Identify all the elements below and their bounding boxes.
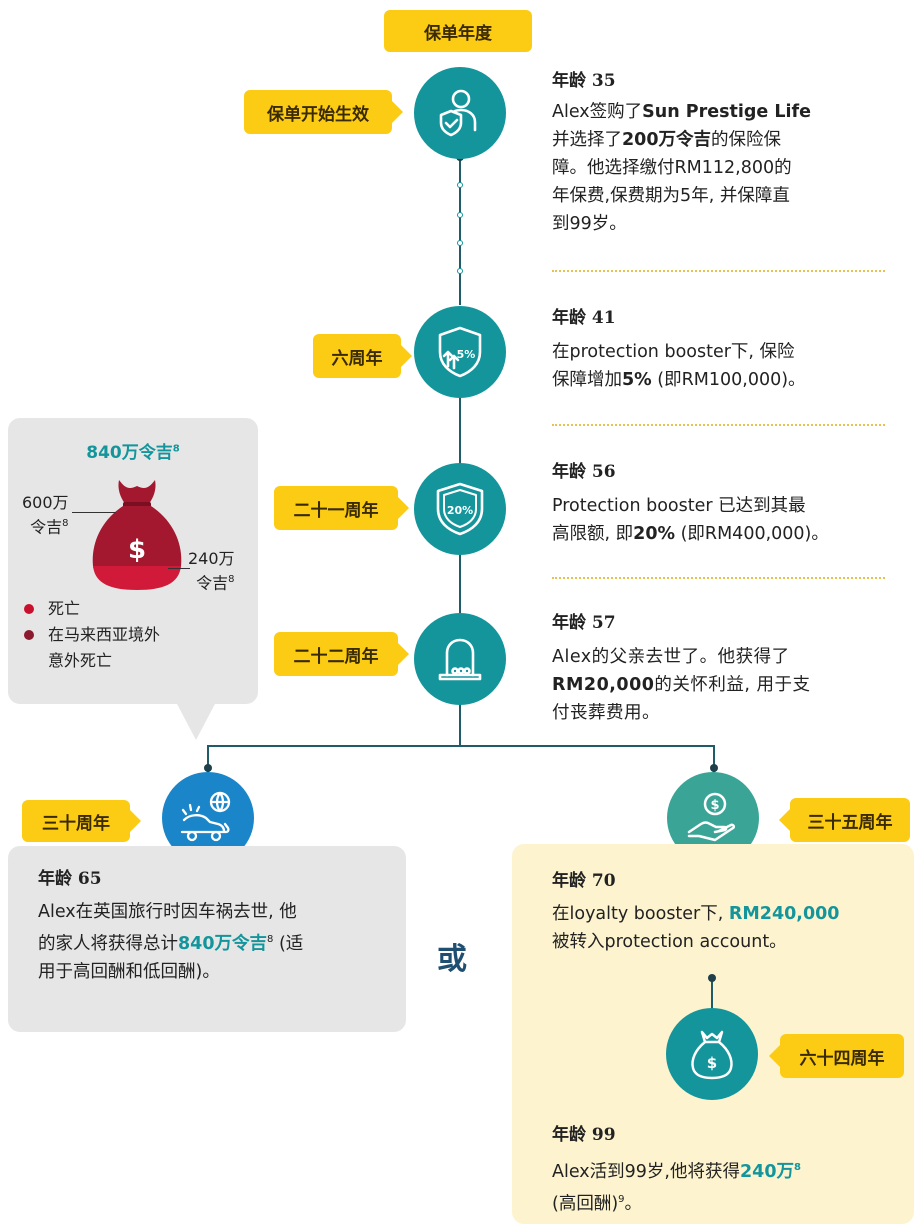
percent-5-label: 5% <box>457 348 476 361</box>
age-56: 年龄 56 <box>552 462 616 482</box>
tombstone-icon <box>414 613 506 705</box>
or-label: 或 <box>437 942 467 977</box>
money-bag-icon: $ <box>85 476 189 592</box>
callout-pointer <box>176 702 216 740</box>
age-70: 年龄 70 <box>552 871 616 891</box>
milestone-1-text: Alex签购了Sun Prestige Life 并选择了200万令吉的保险保 … <box>552 102 811 234</box>
age-65: 年龄 65 <box>38 869 102 889</box>
callout-right-line <box>168 568 190 569</box>
tag-35th-anniversary: 三十五周年 <box>779 798 910 842</box>
separator <box>552 270 885 272</box>
timeline-marker <box>457 212 463 218</box>
branch-right-line <box>713 745 715 773</box>
separator <box>552 577 885 579</box>
tag-30th-anniversary: 三十周年 <box>22 800 141 842</box>
age-70-text: 在loyalty booster下, RM240,000 被转入protecti… <box>552 904 840 952</box>
timeline-line-mid2 <box>459 555 461 613</box>
timeline-marker <box>457 240 463 246</box>
age-57: 年龄 57 <box>552 613 616 633</box>
tag-22nd-anniversary: 二十二周年 <box>274 632 409 676</box>
timeline-marker <box>457 182 463 188</box>
callout-left-line <box>72 512 116 513</box>
callout-right-amount: 240万令吉8 <box>188 549 235 593</box>
timeline-marker <box>457 268 463 274</box>
svg-text:$: $ <box>128 535 146 565</box>
tag-21st-anniversary: 二十一周年 <box>274 486 409 530</box>
age-65-panel <box>8 846 406 1032</box>
age-99-text: Alex活到99岁,他将获得240万8 (高回酬)9。 <box>552 1161 801 1214</box>
branch-left-line <box>207 745 209 773</box>
shield-growth-icon: 5% <box>414 306 506 398</box>
svg-text:$: $ <box>710 798 719 813</box>
timeline-line-mid <box>459 396 461 464</box>
timeline-line-bottom <box>459 704 461 746</box>
tag-64th-anniversary: 六十四周年 <box>769 1034 904 1078</box>
shield-20-icon: 20% <box>414 463 506 555</box>
branch-dot-left <box>204 764 212 772</box>
timeline-line-top <box>459 155 461 305</box>
person-shield-icon <box>414 67 506 159</box>
age-65-text: Alex在英国旅行时因车祸去世, 他 的家人将获得总计840万令吉8 (适 用于… <box>38 902 304 982</box>
milestone-3-text: Protection booster 已达到其最 高限额, 即20% (即RM4… <box>552 496 829 544</box>
separator <box>552 424 885 426</box>
svg-text:$: $ <box>707 1054 717 1072</box>
legend: 死亡 在马来西亚境外 意外死亡 <box>24 596 160 674</box>
age-41: 年龄 41 <box>552 308 616 328</box>
inner-line <box>711 978 713 1010</box>
age-35: 年龄 35 <box>552 71 616 91</box>
milestone-4-text: Alex的父亲去世了。他获得了 RM20,000的关怀利益, 用于支 付丧葬费用… <box>552 647 811 723</box>
branch-line <box>207 745 715 747</box>
policy-year-header: 保单年度 <box>384 10 532 52</box>
inner-dot <box>708 974 716 982</box>
money-bag-small-icon: $ <box>666 1008 758 1100</box>
percent-20-label: 20% <box>447 504 473 517</box>
branch-dot-right <box>710 764 718 772</box>
callout-left-amount: 600万令吉8 <box>22 493 69 537</box>
callout-total: 840万令吉8 <box>86 443 180 463</box>
tag-6th-anniversary: 六周年 <box>313 334 412 378</box>
tag-policy-start: 保单开始生效 <box>244 90 403 134</box>
milestone-2-text: 在protection booster下, 保险 保障增加5% (即RM100,… <box>552 342 806 390</box>
age-99: 年龄 99 <box>552 1125 616 1145</box>
